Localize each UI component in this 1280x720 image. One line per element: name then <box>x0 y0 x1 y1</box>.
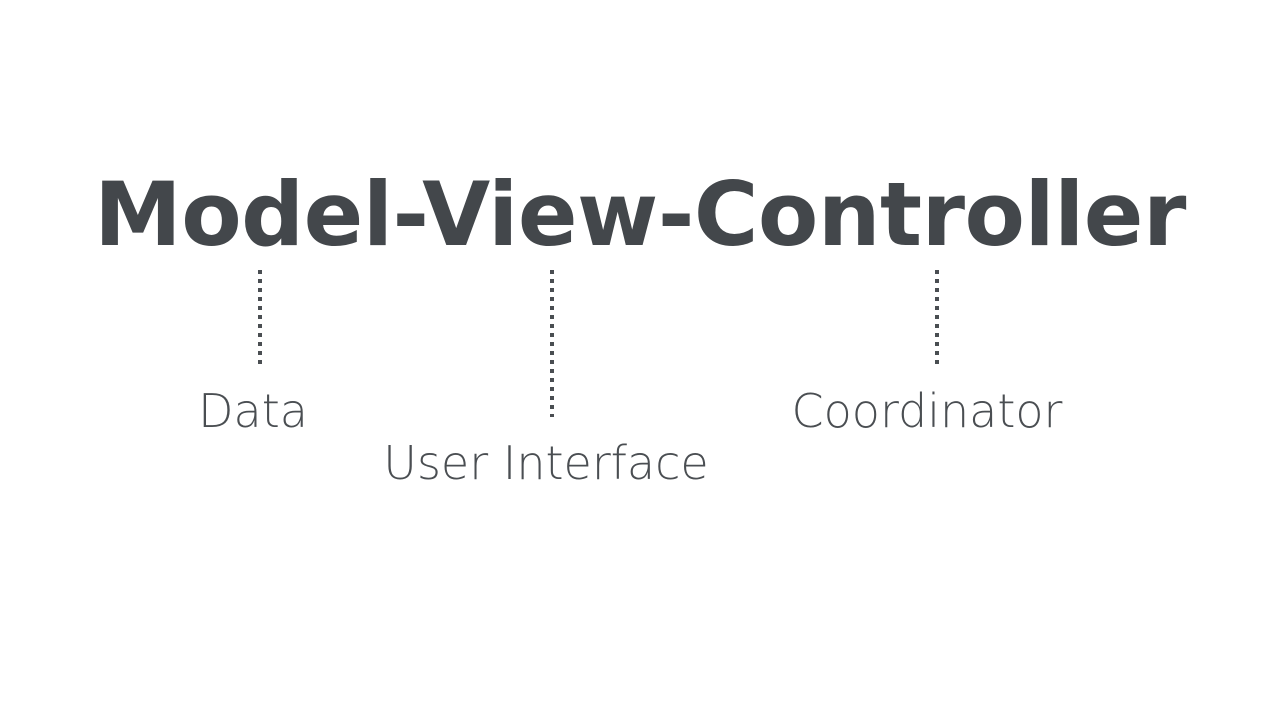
connector-line-view <box>550 270 554 417</box>
label-view-user-interface: User Interface <box>383 436 709 490</box>
connector-line-model <box>258 270 262 365</box>
page-title: Model-View-Controller <box>94 163 1186 266</box>
label-model-data: Data <box>198 384 308 438</box>
label-controller-coordinator: Coordinator <box>791 384 1063 438</box>
connector-line-controller <box>935 270 939 365</box>
